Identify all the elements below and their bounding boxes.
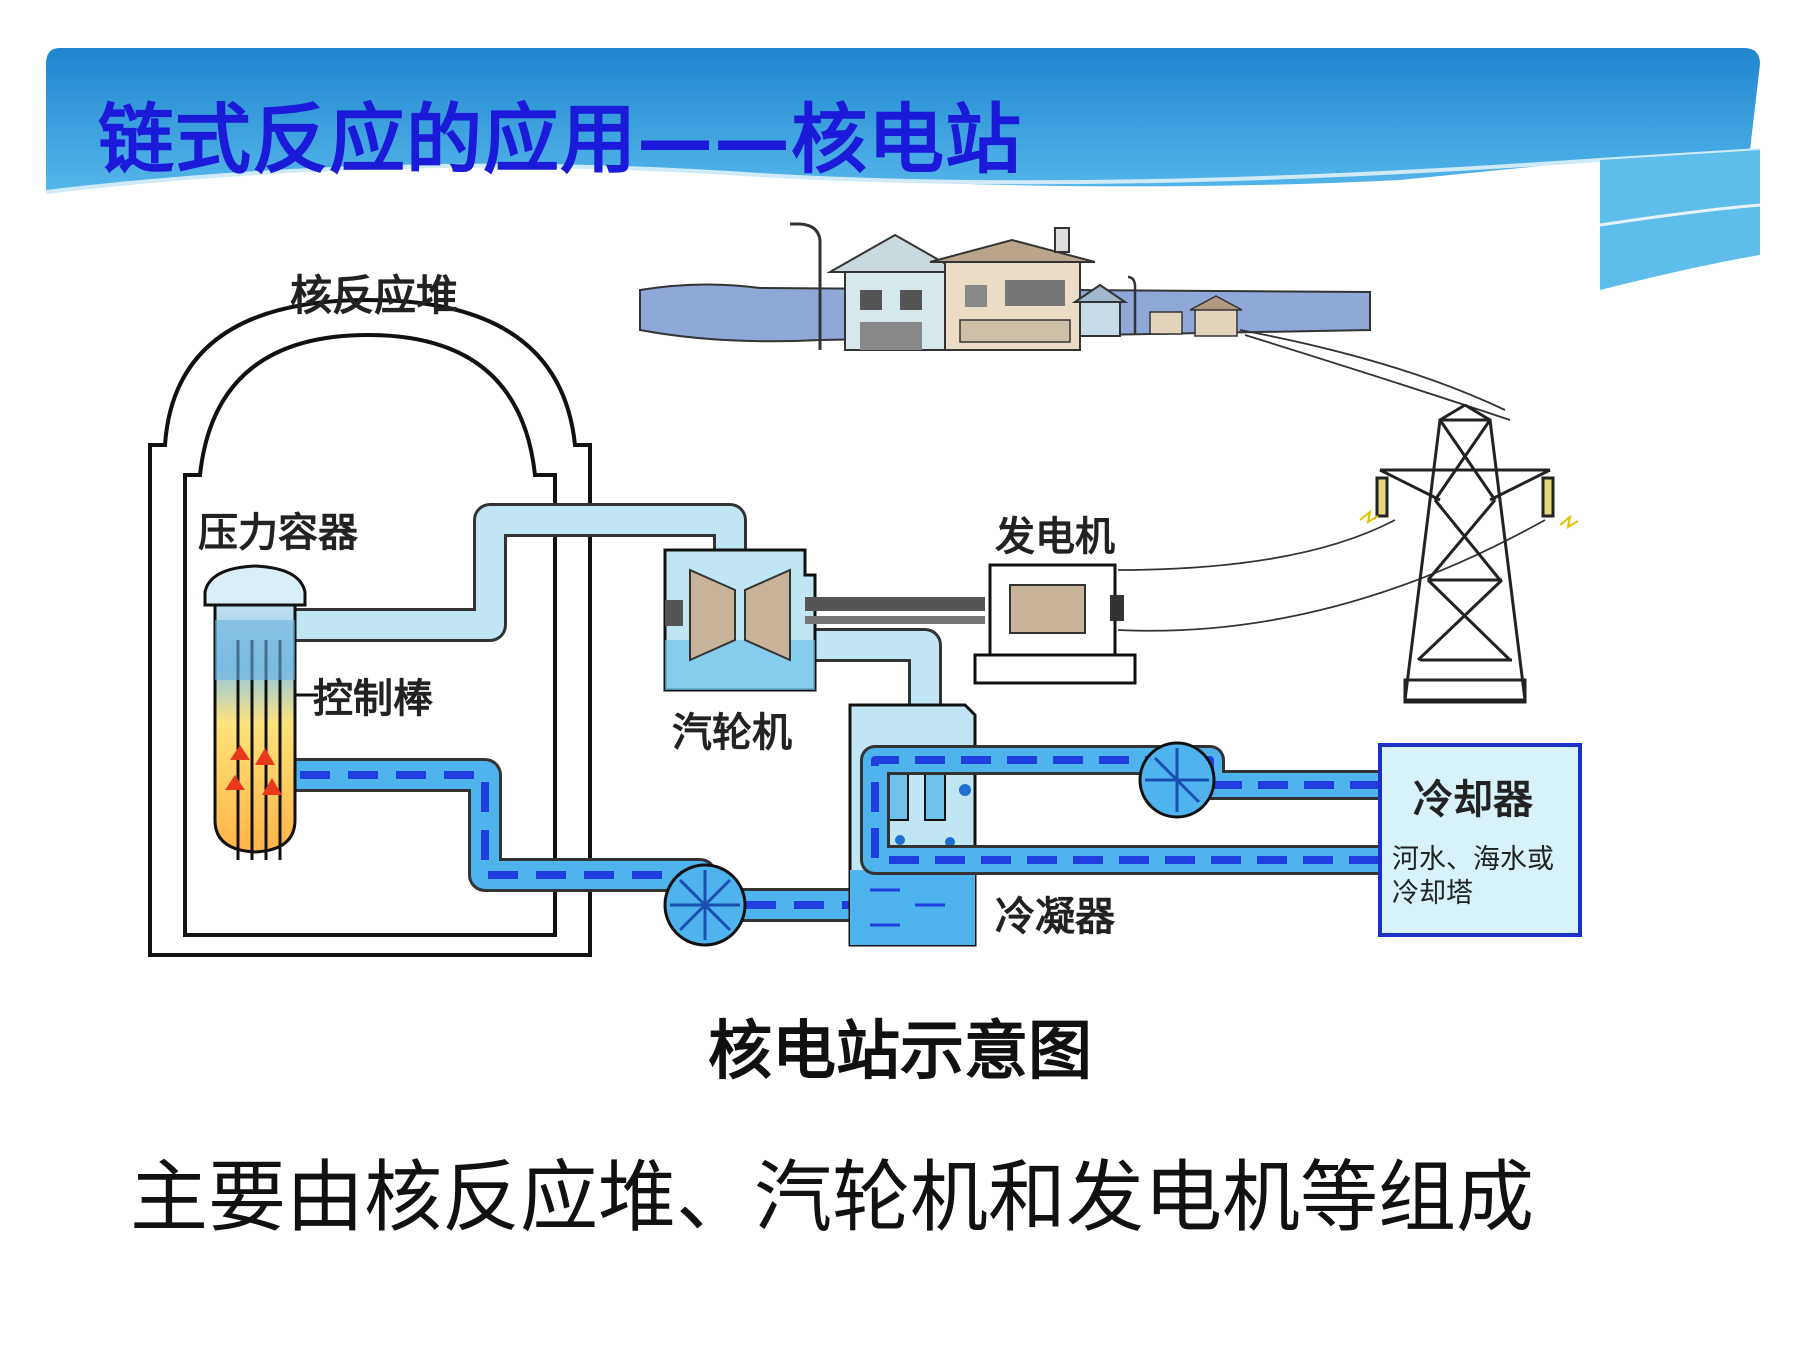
cooler-box [1378, 743, 1582, 937]
turbine [663, 548, 985, 692]
pressure-vessel [203, 564, 307, 860]
transmission-lines [1117, 329, 1546, 632]
label-reactor: 核反应堆 [290, 271, 458, 320]
label-cooler: 冷却器 [1413, 777, 1534, 823]
label-control-rods: 控制棒 [313, 676, 434, 722]
label-turbine: 汽轮机 [672, 710, 792, 756]
transmission-tower [1359, 403, 1579, 704]
label-pressure-vessel: 压力容器 [198, 510, 359, 556]
label-cooler-note-line1: 河水、海水或 [1392, 844, 1554, 875]
town-landscape [639, 222, 1371, 351]
slide-title: 链式反应的应用——核电站 [98, 95, 1022, 184]
cooling-pump [1138, 741, 1216, 819]
diagram-caption: 核电站示意图 [708, 1015, 1092, 1089]
steam-pipe [295, 503, 942, 705]
cooling-water-loop [860, 745, 1380, 875]
label-condenser: 冷凝器 [995, 894, 1116, 940]
label-generator: 发电机 [995, 514, 1115, 560]
title-banner [45, 48, 1761, 290]
label-cooler-note-line2: 冷却塔 [1392, 878, 1473, 909]
feed-pump [663, 863, 747, 947]
generator [973, 563, 1137, 685]
summary-text: 主要由核反应堆、汽轮机和发电机等组成 [130, 1153, 1535, 1243]
